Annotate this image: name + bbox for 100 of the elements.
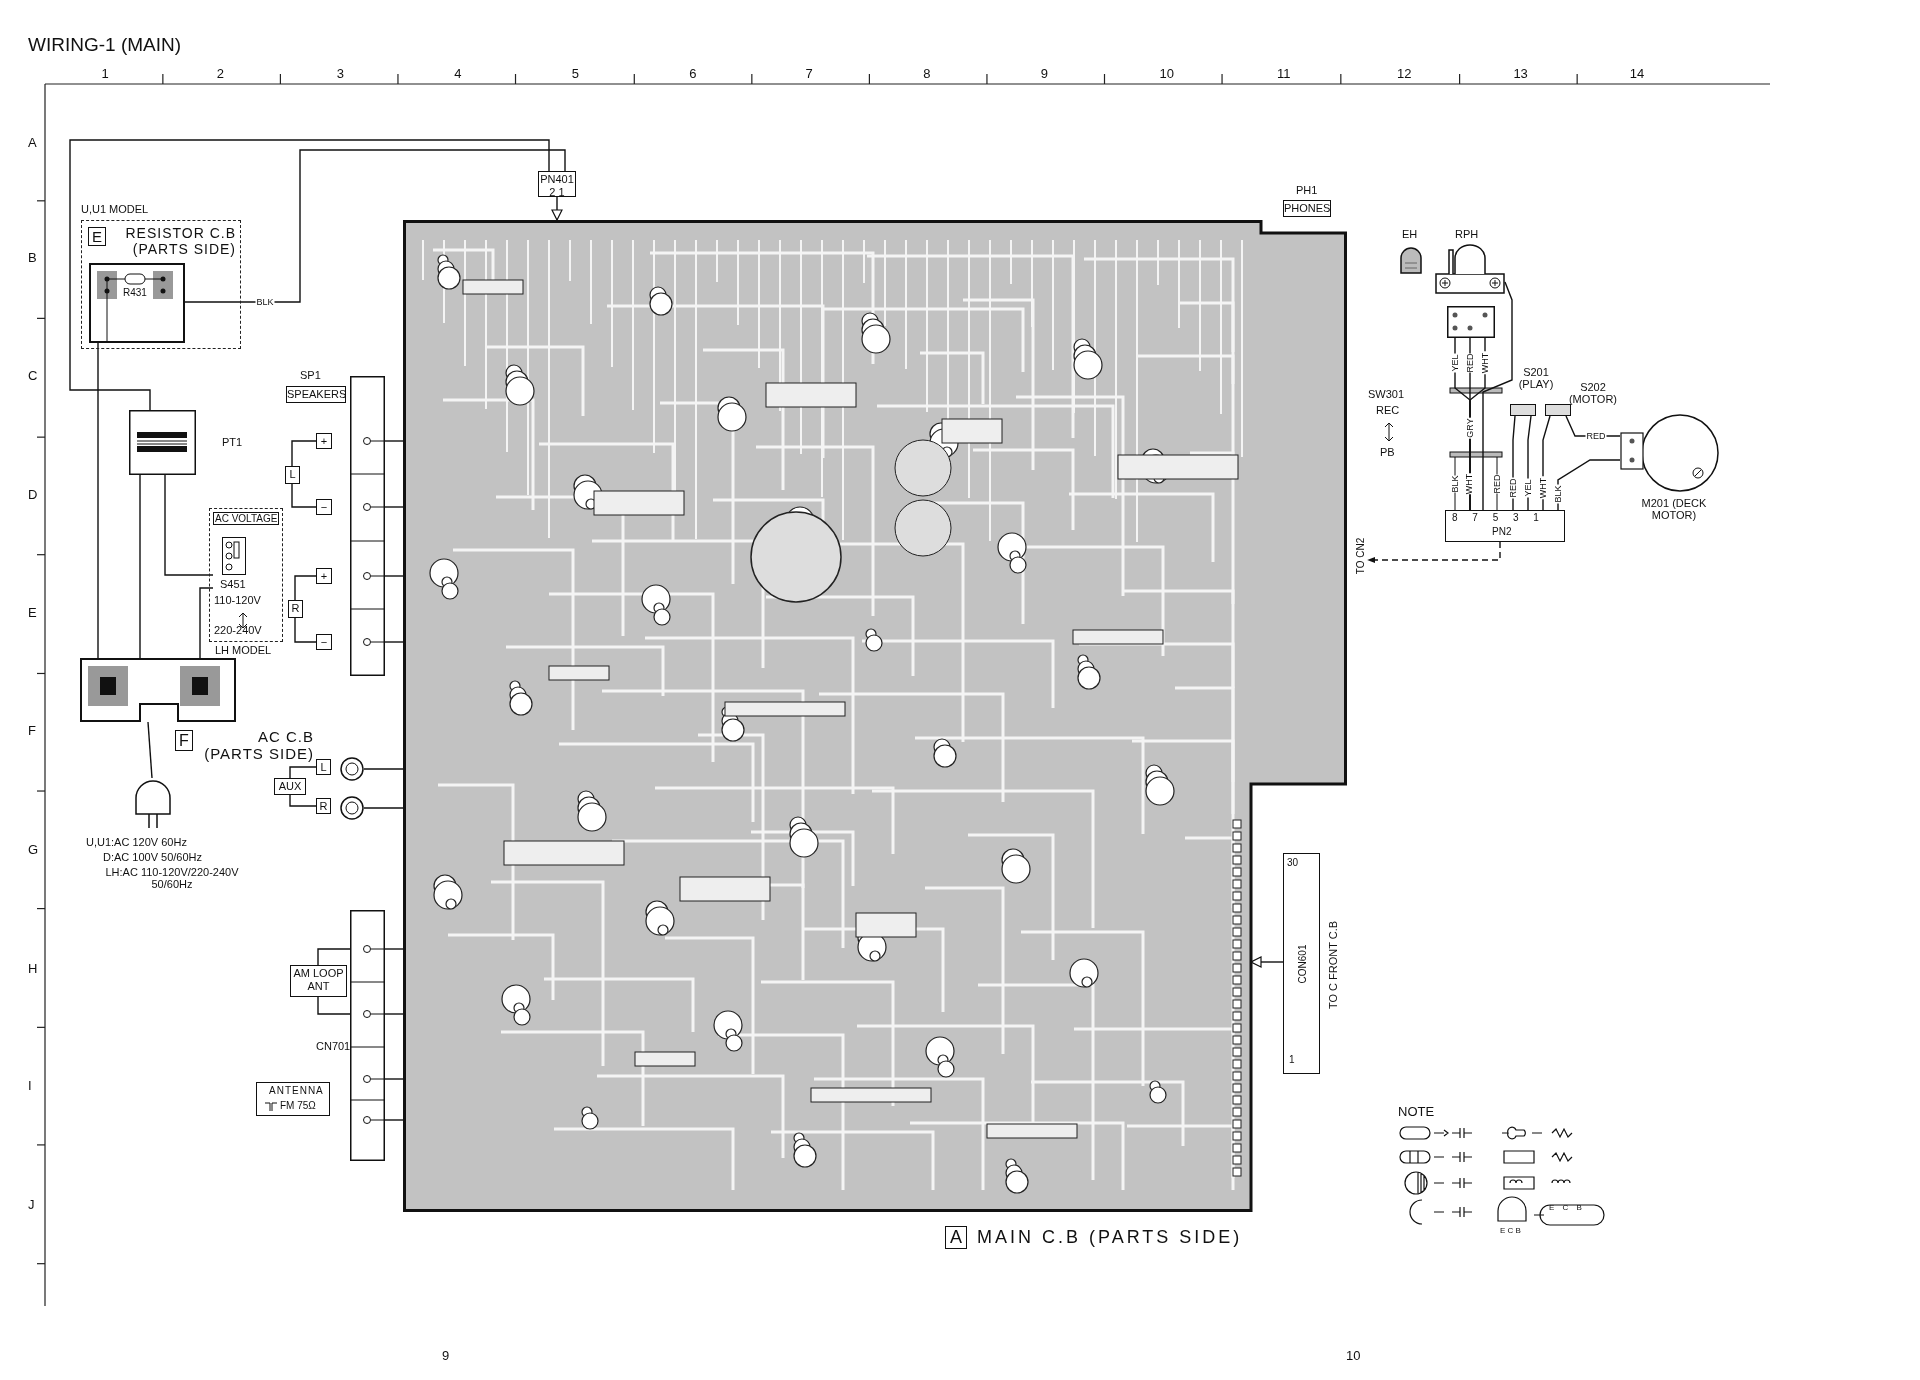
- polarity-tag: +: [316, 433, 332, 449]
- edge-label: YEL: [1450, 353, 1460, 373]
- dashed-board-outline: [81, 220, 241, 349]
- part-label: PH1: [1296, 184, 1318, 196]
- wire: [1482, 281, 1513, 511]
- wire: [384, 575, 404, 577]
- switch-position-label: REC: [1376, 404, 1400, 416]
- grid-letter: J: [28, 1196, 35, 1212]
- grid-number: 11: [1277, 66, 1291, 81]
- aux-tag: AUX: [274, 778, 306, 795]
- voltage-note: LH:AC 110-120V/220-240V 50/60Hz: [104, 866, 240, 890]
- edge-label: WHT: [1480, 351, 1490, 375]
- edge-label: YEL: [1523, 478, 1533, 498]
- grid-letter: C: [28, 367, 38, 383]
- pin-letters: E C B: [1549, 1203, 1585, 1212]
- wire: [384, 1078, 404, 1080]
- wire-color-label: WHT: [1464, 473, 1474, 495]
- wire: [294, 575, 317, 601]
- grid-letter: D: [28, 486, 38, 502]
- edge-label: WHT: [1538, 476, 1548, 500]
- wire: [1527, 415, 1532, 511]
- grid-number: 1: [101, 66, 109, 81]
- wire: [183, 149, 566, 303]
- pin-number: 1: [1289, 1054, 1295, 1065]
- arrow: [551, 196, 563, 221]
- switch-symbol: [1510, 404, 1536, 416]
- tag-text: ANTENNA: [269, 1085, 324, 1096]
- arrow: [1250, 956, 1284, 968]
- wire: [384, 641, 404, 643]
- wire: [317, 996, 351, 1015]
- polarity-tag: +: [316, 568, 332, 584]
- edge-label: BLK: [1553, 484, 1563, 504]
- grid-letter: F: [28, 723, 36, 738]
- channel-tag: L: [316, 759, 331, 775]
- connector-note: TO C FRONT C.B: [1327, 920, 1339, 1010]
- wire: [147, 721, 153, 779]
- grid-letter: G: [28, 841, 39, 857]
- switch-position-label: PB: [1380, 446, 1395, 458]
- board-title: RESISTOR C.B (PARTS SIDE): [124, 225, 236, 257]
- section-letter: F: [175, 730, 193, 751]
- grid-number: 7: [805, 66, 813, 81]
- wire: [363, 807, 404, 809]
- grid-number: 12: [1397, 66, 1412, 81]
- wire-color-label: RED: [1465, 353, 1475, 373]
- board-title: MAIN C.B (PARTS SIDE): [977, 1227, 1243, 1248]
- edge-label: GRY: [1465, 417, 1475, 439]
- switch-label: SW301: [1368, 388, 1405, 400]
- grid-number: 8: [923, 66, 931, 81]
- pin-letters: E C B: [1500, 1226, 1521, 1235]
- tag-text: FM 75Ω: [280, 1100, 316, 1111]
- wire: [317, 948, 351, 966]
- speakers-tag: SPEAKERS: [286, 386, 346, 403]
- grid-letter: E: [28, 605, 37, 621]
- part-label: M201 (DECK MOTOR): [1640, 497, 1708, 521]
- wire: [291, 440, 317, 467]
- part-label: PT1: [222, 436, 243, 448]
- part-label: S451: [220, 578, 246, 590]
- wire: [1542, 415, 1551, 511]
- wire: [164, 474, 214, 576]
- polarity-tag: −: [316, 634, 332, 650]
- grid-letter: I: [28, 1078, 32, 1094]
- edge-label: RED: [1508, 477, 1518, 499]
- page-number: 9: [442, 1348, 450, 1363]
- polarity-tag: −: [316, 499, 332, 515]
- grid-number: 10: [1159, 66, 1174, 81]
- section-letter: E: [88, 227, 106, 246]
- grid-letter: B: [28, 250, 37, 266]
- voltage-note: D:AC 100V 50/60Hz: [103, 851, 203, 863]
- wire: [289, 794, 317, 807]
- wire: [69, 139, 550, 411]
- connector-note: TO CN2: [1354, 537, 1366, 575]
- edge-label: BLK: [255, 297, 275, 307]
- wire-color-label: BLK: [1450, 475, 1460, 493]
- phones-tag: PHONES: [1283, 200, 1331, 217]
- grid-number: 4: [454, 66, 462, 81]
- wire: [384, 948, 404, 950]
- switch-symbol: [1545, 404, 1571, 416]
- wire: [363, 768, 404, 770]
- part-label: R431: [123, 287, 147, 298]
- wire: [384, 440, 404, 442]
- wire: [294, 617, 317, 643]
- wire: [199, 587, 214, 659]
- channel-tag: R: [288, 600, 303, 618]
- dashed-group-outline: [209, 508, 283, 642]
- part-label: S202 (MOTOR): [1567, 381, 1619, 405]
- wire: [384, 1119, 404, 1121]
- wire: [289, 766, 317, 779]
- page-title: WIRING-1 (MAIN): [28, 34, 182, 56]
- arrow: [1367, 541, 1501, 564]
- part-label: CN701: [316, 1040, 351, 1052]
- grid-number: 5: [571, 66, 579, 81]
- wire: [291, 483, 317, 508]
- part-label: EH: [1402, 228, 1418, 240]
- connector-label: CON601: [1296, 944, 1308, 984]
- connector-outline: [1283, 853, 1320, 1074]
- wire-color-label: RED: [1492, 474, 1502, 494]
- grid-number: 9: [1040, 66, 1048, 81]
- section-letter: A: [945, 1226, 967, 1249]
- part-label: U,U1 MODEL: [81, 203, 149, 215]
- antenna-tag: AM LOOP ANT: [290, 965, 347, 997]
